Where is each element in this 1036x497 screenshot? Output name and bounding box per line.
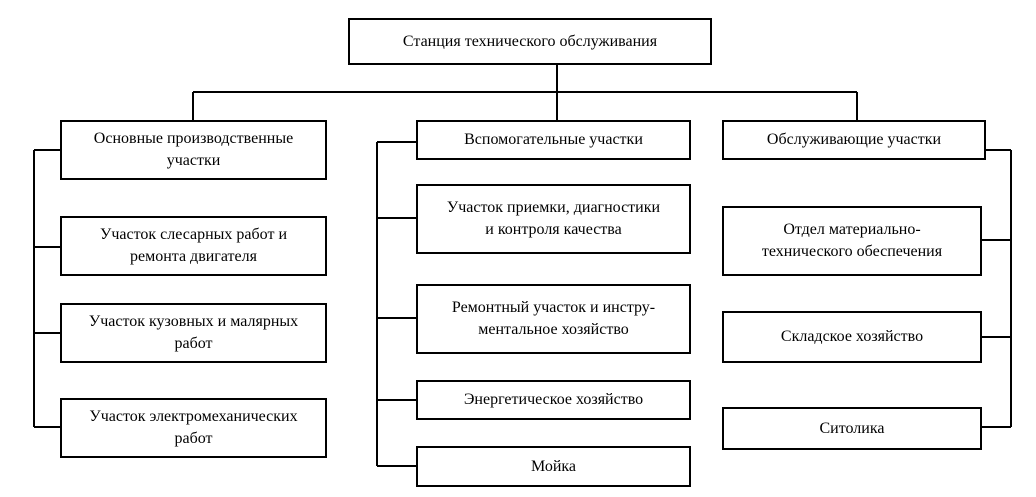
node-label: Мойка: [530, 457, 577, 475]
root-node: Станция технического обслуживания: [348, 18, 712, 65]
node-material-supply: Отдел материально- технического обеспече…: [722, 206, 982, 276]
node-label: Участок кузовных и малярных работ: [88, 313, 299, 352]
column-header-label: Обслуживающие участки: [766, 131, 942, 148]
node-warehouse: Складское хозяйство: [722, 311, 982, 363]
node-repair-tools: Ремонтный участок и инстру- ментальное х…: [416, 284, 691, 354]
node-label: Отдел материально- технического обеспече…: [761, 221, 943, 260]
node-label: Ремонтный участок и инстру- ментальное х…: [451, 299, 656, 338]
node-energy: Энергетическое хозяйство: [416, 380, 691, 420]
root-node-label: Станция технического обслуживания: [402, 32, 658, 50]
node-label: Ситолика: [819, 419, 885, 437]
node-electromechanical: Участок электромеханических работ: [60, 398, 327, 458]
node-reception-diagnostics: Участок приемки, диагностики и контроля …: [416, 184, 691, 254]
node-label: Энергетическое хозяйство: [463, 391, 644, 408]
node-car-wash: Мойка: [416, 446, 691, 487]
node-label: Складское хозяйство: [780, 328, 924, 345]
column-header-label: Вспомогательные участки: [464, 131, 643, 148]
node-locksmith-engine: Участок слесарных работ и ремонта двигат…: [60, 216, 327, 276]
node-sitolika: Ситолика: [722, 407, 982, 450]
node-label: Участок слесарных работ и ремонта двигат…: [99, 226, 287, 265]
column-header-auxiliary: Вспомогательные участки: [416, 120, 691, 160]
node-label: Участок электромеханических работ: [89, 408, 298, 447]
column-header-label: Основные производственные участки: [93, 130, 294, 169]
column-header-service: Обслуживающие участки: [722, 120, 986, 160]
column-header-main-production: Основные производственные участки: [60, 120, 327, 180]
node-body-paint: Участок кузовных и малярных работ: [60, 303, 327, 363]
node-label: Участок приемки, диагностики и контроля …: [446, 199, 661, 238]
